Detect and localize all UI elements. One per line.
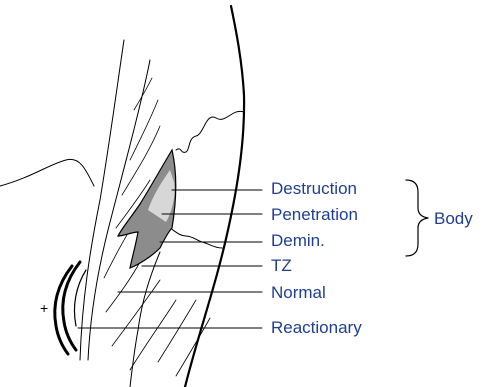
lesion [118, 150, 176, 268]
rod-line-7 [112, 280, 160, 346]
label-tz: TZ [271, 256, 292, 275]
rod-line-6 [106, 262, 140, 312]
inner-dentin-line [130, 252, 160, 387]
label-body: Body [434, 209, 473, 228]
rod-line-5 [104, 230, 130, 278]
wavy-dentin-line [176, 111, 244, 152]
enamel-surface-line [185, 6, 244, 387]
rod-line-10 [176, 318, 210, 376]
label-destruction: Destruction [271, 179, 357, 198]
tooth-outline [0, 6, 244, 387]
outer-left-curve [0, 159, 94, 186]
plus-sign: + [40, 300, 48, 316]
body-brace [406, 180, 428, 256]
label-demin: Demin. [271, 231, 325, 250]
enamel-line-outer [80, 40, 124, 360]
label-reactionary: Reactionary [271, 318, 362, 337]
rod-line-1 [134, 78, 152, 110]
label-normal: Normal [271, 283, 326, 302]
label-penetration: Penetration [271, 205, 358, 224]
zone-labels: Destruction Penetration Demin. TZ Normal… [271, 179, 362, 337]
wavy-dentin-line-lower [170, 228, 222, 248]
